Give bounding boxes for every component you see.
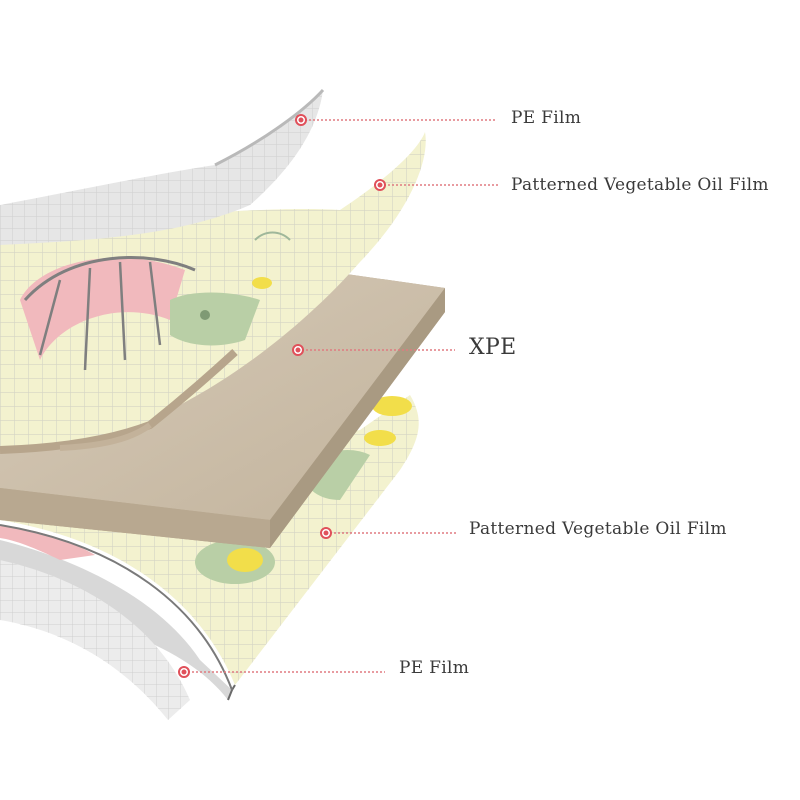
callout-patterned-film-top [374,179,498,191]
label-xpe: XPE [469,335,517,360]
callout-pe-film-bottom [178,666,385,678]
callout-xpe [292,344,455,356]
callout-pe-film-top [295,114,495,126]
callout-patterned-film-bottom [320,527,458,539]
label-pe-film-bottom: PE Film [399,658,470,678]
label-patterned-film-bottom: Patterned Vegetable Oil Film [469,519,727,539]
label-pe-film-top: PE Film [511,108,582,128]
xpe-core-block [0,270,445,548]
top-patterned-film [0,132,426,454]
bottom-pe-film [0,540,232,720]
top-pe-film [0,88,325,245]
label-patterned-film-top: Patterned Vegetable Oil Film [511,175,769,195]
